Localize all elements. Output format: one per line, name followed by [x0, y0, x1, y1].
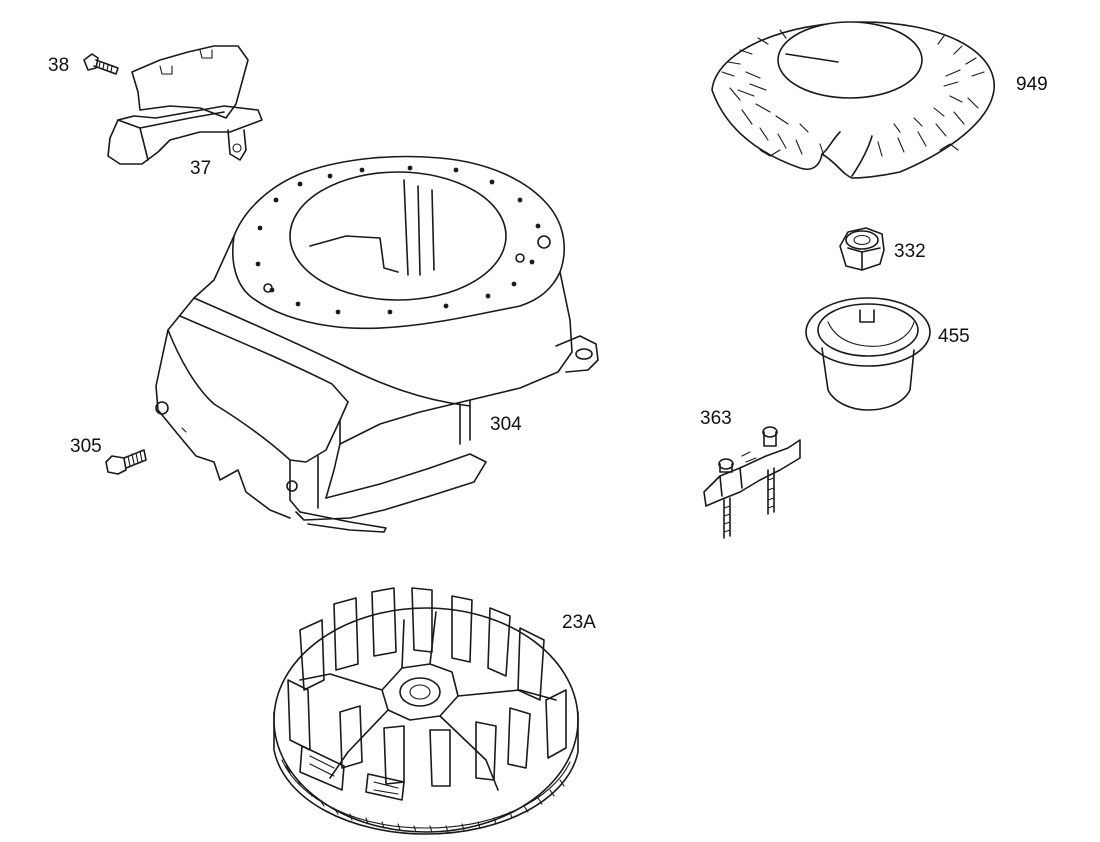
rotating-screen-949-icon — [711, 21, 995, 179]
screw-38-icon — [83, 53, 119, 75]
part-label-332: 332 — [894, 241, 926, 262]
part-label-949: 949 — [1016, 74, 1048, 95]
part-label-304: 304 — [490, 414, 522, 435]
part-label-23a: 23A — [562, 612, 596, 633]
baffle-37-icon — [107, 45, 263, 165]
part-label-37: 37 — [190, 158, 211, 179]
blower-housing-304-icon — [155, 155, 599, 533]
part-label-305: 305 — [70, 436, 102, 457]
part-label-38: 38 — [48, 55, 69, 76]
nut-332-icon — [839, 227, 885, 271]
part-label-363: 363 — [700, 408, 732, 429]
screw-305-icon — [105, 449, 147, 475]
part-label-455: 455 — [938, 326, 970, 347]
bracket-363-icon — [703, 426, 801, 539]
cup-455-icon — [805, 297, 931, 411]
flywheel-23a-icon — [273, 587, 579, 835]
